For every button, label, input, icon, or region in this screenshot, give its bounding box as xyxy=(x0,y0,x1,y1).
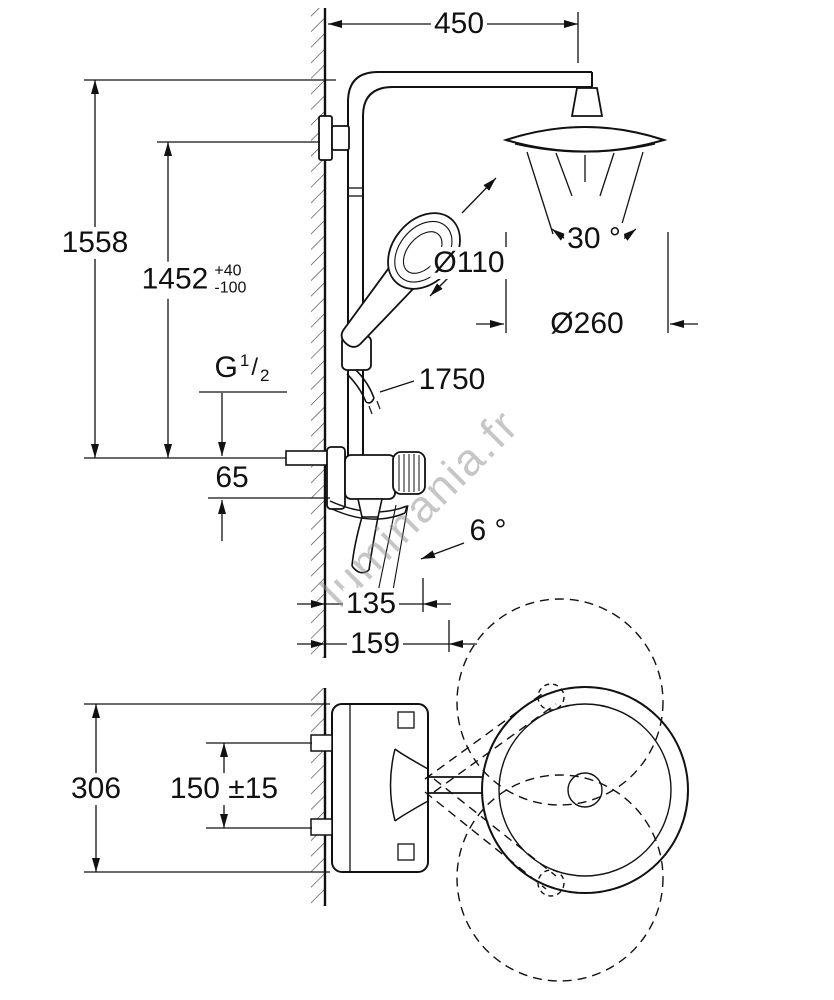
thermostat-body xyxy=(344,454,396,500)
swivel-range-dashed xyxy=(424,598,664,982)
hand-shower-hose xyxy=(346,369,381,415)
leader-dia110 xyxy=(429,276,450,297)
thermostat-side xyxy=(285,446,426,597)
top-view-body xyxy=(331,703,429,873)
supply-stub-bottom xyxy=(310,818,333,836)
head-shower-side xyxy=(502,87,668,235)
dim-1452-tolerance: +40 -100 xyxy=(214,263,246,298)
escutcheon xyxy=(326,446,346,510)
head-shower-top xyxy=(481,686,689,894)
dim-1452-value: 1452 xyxy=(141,263,209,296)
supply-connection xyxy=(285,450,329,466)
thread-slash: / xyxy=(251,354,259,381)
shower-pipe xyxy=(347,71,593,470)
wall-section-upper xyxy=(311,8,327,658)
dim-159-label: 159 xyxy=(346,628,404,660)
thread-letter: G xyxy=(214,351,238,384)
wall-section-lower xyxy=(311,688,327,906)
dim-1452-label: 1452 +40 -100 xyxy=(138,261,250,299)
dim-450-label: 450 xyxy=(430,8,488,40)
dim-dia260-label: Ø260 xyxy=(547,308,627,340)
dim-1750-label: 1750 xyxy=(415,364,489,396)
dim-135-label: 135 xyxy=(342,588,400,620)
outlet-angle-reference-lines xyxy=(377,504,409,597)
leader-angle6 xyxy=(420,542,465,560)
shower-arm-top xyxy=(428,776,483,794)
wall-bracket xyxy=(318,115,350,161)
head-connector xyxy=(570,87,604,117)
dim-65-label: 65 xyxy=(212,462,252,494)
supply-stub-top xyxy=(310,734,333,752)
dim-150-label: 150 ±15 xyxy=(166,773,282,805)
dimension-lines xyxy=(84,12,698,873)
tolerance-minus: -100 xyxy=(214,280,247,297)
dim-1558-label: 1558 xyxy=(58,227,132,259)
hand-shower xyxy=(340,212,461,348)
angle-30-label: 30 ° xyxy=(564,223,624,255)
temperature-knob xyxy=(392,451,426,495)
outlet-hose xyxy=(351,498,383,574)
spray-lines xyxy=(526,151,644,235)
top-view xyxy=(310,598,689,982)
thread-numerator: 1 xyxy=(239,350,250,370)
dim-dia110-label: Ø110 xyxy=(430,247,508,279)
dim-306-label: 306 xyxy=(67,773,125,805)
tolerance-plus: +40 xyxy=(214,262,242,280)
spray-direction-arrow xyxy=(461,177,497,214)
thread-denominator: 2 xyxy=(260,365,270,385)
thread-size-label: G 1 / 2 xyxy=(211,350,273,385)
leader-1750 xyxy=(379,380,415,393)
angle-6-label: 6 ° xyxy=(466,515,510,547)
hand-shower-handle xyxy=(340,266,415,348)
arm-trumpet xyxy=(389,748,429,822)
